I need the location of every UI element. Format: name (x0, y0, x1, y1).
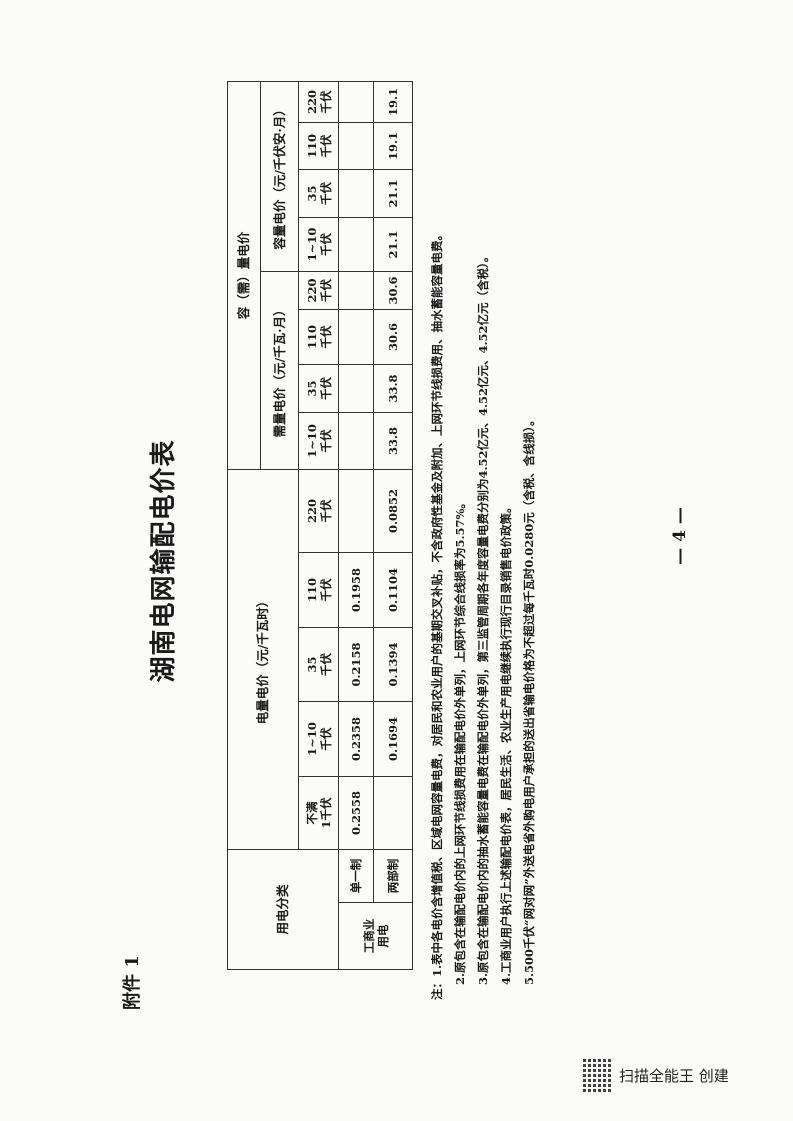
capacity-price-header: 容量电价（元/千伏安·月） (260, 81, 299, 272)
voltage-header: 110 千伏 (298, 552, 339, 628)
notes: 注：1.表中各电价含增值税、区域电网容量电费，对居民和农业用户的基期交叉补贴，不… (429, 100, 544, 1000)
price-cell: 21.1 (373, 169, 413, 218)
voltage-header: 1~10 千伏 (298, 412, 339, 470)
price-cell: 30.6 (373, 271, 413, 310)
voltage-header: 220 千伏 (298, 81, 339, 123)
note-1: 注：1.表中各电价含增值税、区域电网容量电费，对居民和农业用户的基期交叉补贴，不… (430, 229, 444, 1000)
price-cell (373, 776, 413, 850)
price-cell (338, 169, 374, 218)
document-title: 湖南电网输配电价表 (149, 439, 179, 683)
voltage-header: 1~10 千伏 (298, 217, 339, 272)
voltage-header: 35 千伏 (298, 169, 339, 218)
attachment-label: 附件 1 (122, 955, 143, 1010)
scanner-watermark: 扫描全能王 创建 (583, 1058, 729, 1092)
price-cell (338, 122, 374, 170)
price-cell: 19.1 (373, 81, 413, 123)
voltage-header: 110 千伏 (298, 309, 339, 365)
capacity-group-header: 容（需）量电价 (227, 81, 261, 470)
price-cell: 0.2558 (338, 776, 374, 850)
demand-price-header: 需量电价（元/千瓦·月） (260, 271, 299, 470)
price-cell: 33.8 (373, 364, 413, 413)
price-cell (338, 412, 374, 470)
note-4: 4.工商业用户执行上述输配电价表，居民生活、农业生产用电继续执行现行目录销售电价… (499, 501, 513, 985)
note-5: 5.500千伏“网对网”外送电省外购电用户承担的送出省输电价格为不超过每千瓦时0… (522, 414, 536, 986)
price-cell (338, 271, 374, 310)
voltage-header: 35 千伏 (298, 364, 339, 413)
price-cell: 19.1 (373, 122, 413, 170)
price-cell (338, 81, 374, 123)
price-cell: 0.2158 (338, 627, 374, 702)
page-number: — 4 — (670, 507, 690, 565)
price-cell: 21.1 (373, 217, 413, 272)
voltage-header: 110 千伏 (298, 122, 339, 170)
price-cell: 0.1958 (338, 552, 374, 628)
voltage-header: 220 千伏 (298, 469, 339, 553)
group-label: 工商业 用电 (338, 902, 413, 970)
price-table: 用电分类 电量电价（元/千瓦时） 容（需）量电价 需量电价（元/千瓦·月） 容量… (227, 81, 413, 970)
note-3: 3.原包含在输配电价内的抽水蓄能容量电费在输配电价外单列，第三监管周期各年度容量… (476, 250, 490, 985)
price-cell: 0.1394 (373, 627, 413, 702)
voltage-header: 220 千伏 (298, 271, 339, 310)
price-cell: 0.1694 (373, 701, 413, 777)
price-cell: 0.0852 (373, 469, 413, 553)
price-cell: 0.1104 (373, 552, 413, 628)
voltage-header: 不满 1千伏 (298, 776, 339, 850)
row-label: 两部制 (373, 849, 413, 903)
voltage-header: 35 千伏 (298, 627, 339, 702)
price-cell: 0.2358 (338, 701, 374, 777)
price-cell (338, 364, 374, 413)
price-cell: 33.8 (373, 412, 413, 470)
category-header: 用电分类 (227, 849, 339, 970)
voltage-header: 1~10 千伏 (298, 701, 339, 777)
qr-code-icon (583, 1058, 613, 1092)
price-cell: 30.6 (373, 309, 413, 365)
price-cell (338, 469, 374, 553)
price-cell (338, 309, 374, 365)
price-cell (338, 217, 374, 272)
note-2: 2.原包含在输配电价内的上网环节线损费用在输配电价外单列，上网环节综合线损率为5… (453, 497, 467, 985)
energy-price-header: 电量电价（元/千瓦时） (227, 469, 299, 850)
watermark-text: 扫描全能王 创建 (619, 1066, 729, 1085)
row-label: 单一制 (338, 849, 374, 903)
